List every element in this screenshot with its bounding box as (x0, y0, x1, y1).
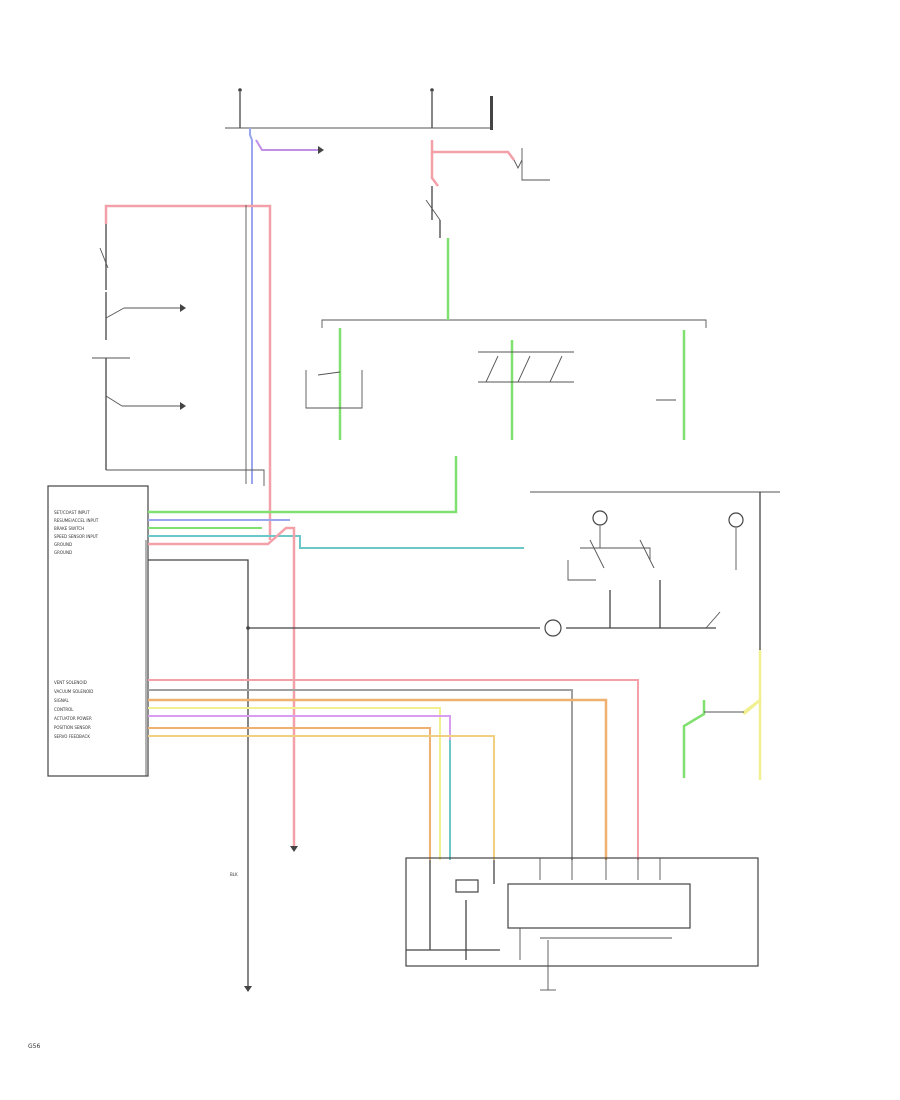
servo-assembly (405, 857, 759, 991)
fuse-feed-wires (249, 128, 550, 484)
violet-stub-wire (255, 139, 318, 151)
module-pin-label: POSITION SENSOR (54, 725, 91, 730)
switch-bus (305, 312, 707, 440)
module-pin-label: VENT SOLENOID (54, 680, 87, 685)
module-pins-bottom: VENT SOLENOID VACUUM SOLENOID SIGNAL CONTRO… (54, 680, 93, 739)
pink-brake-wire (430, 140, 515, 161)
module-pin-label: VACUUM SOLENOID (54, 689, 93, 694)
module-output-wires (148, 456, 716, 986)
module-pin-label: GROUND (54, 542, 72, 547)
module-pin-label: SPEED SENSOR INPUT (54, 534, 99, 539)
top-power-rails (225, 88, 493, 130)
left-switch-loop (92, 204, 272, 540)
ground-arrows (244, 846, 298, 992)
module-pin-label: BRAKE SWITCH (54, 526, 84, 531)
module-pin-label: CONTROL (54, 707, 74, 712)
lower-harness (148, 679, 639, 860)
blue-feed-wire (249, 128, 253, 484)
module-pin-label: GROUND (54, 550, 72, 555)
cruise-control-module: SET/COAST INPUT RESUME/ACCEL INPUT BRAKE S… (47, 485, 149, 777)
module-pin-label: ACTUATOR POWER (54, 716, 92, 721)
module-pin-label: SIGNAL (54, 698, 70, 703)
module-pin-label: SERVO FEEDBACK (54, 734, 90, 739)
module-pin-label: RESUME/ACCEL INPUT (54, 518, 99, 523)
module-pin-label: SET/COAST INPUT (54, 510, 90, 515)
module-pins-top: SET/COAST INPUT RESUME/ACCEL INPUT BRAKE S… (54, 510, 99, 555)
brake-switch (425, 186, 450, 312)
footer-code: G56 (28, 1043, 40, 1050)
ground-label: BLK (230, 872, 238, 877)
module-box (47, 485, 149, 777)
relay-section (530, 491, 780, 780)
